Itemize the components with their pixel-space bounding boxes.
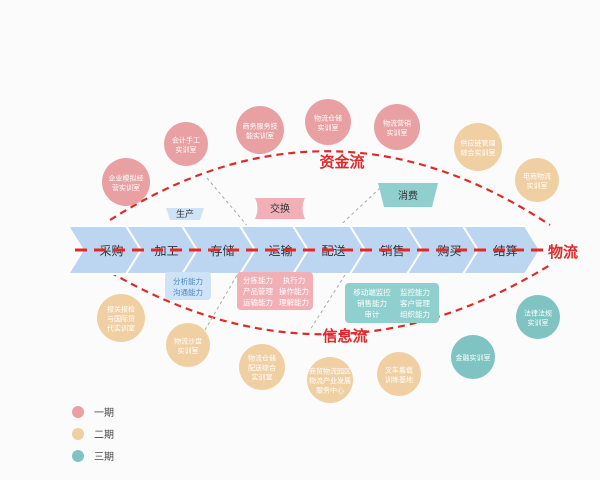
logistics-flow-label: 物流 xyxy=(548,243,578,261)
chevron-label-7: 购买 xyxy=(437,243,461,258)
svg-text:产品管理: 产品管理 xyxy=(243,286,273,296)
lab-label-2: 会计手工实训室 xyxy=(172,135,200,154)
lab-circle-13 xyxy=(451,335,495,379)
svg-text:生产: 生产 xyxy=(176,208,194,220)
lab-circle-2 xyxy=(164,122,208,166)
lab-label-6: 供应链管理综合实训室 xyxy=(461,138,496,157)
skill-box-storage: 分析能力 沟通能力 xyxy=(165,272,211,300)
lab-circle-4 xyxy=(305,99,351,145)
legend-label-phase1: 一期 xyxy=(94,408,114,419)
skill-box-transport: 分拣能力 执行力 产品管理 操作能力 运输能力 理解能力 xyxy=(237,272,313,310)
svg-text:客户管理: 客户管理 xyxy=(400,298,430,308)
lab-label-5: 物流营销实训室 xyxy=(383,118,411,137)
lab-label-11: 商贸物流园区物流产业发展服务中心 xyxy=(309,367,351,395)
capital-flow-arc xyxy=(109,150,551,226)
lab-label-1: 企业模拟经营实训室 xyxy=(109,173,144,192)
chevron-label-4: 运输 xyxy=(268,243,292,258)
lab-circle-12 xyxy=(377,352,421,396)
lab-label-7: 电商物流实训室 xyxy=(523,171,551,190)
svg-text:组织能力: 组织能力 xyxy=(400,309,430,319)
svg-text:交换: 交换 xyxy=(270,202,290,215)
lab-circle-9 xyxy=(166,323,210,367)
lab-circle-10 xyxy=(239,344,285,390)
chevron-label-3: 存储 xyxy=(210,243,234,258)
legend-dot-phase1 xyxy=(72,405,84,418)
svg-text:销售能力: 销售能力 xyxy=(357,298,387,308)
chevron-label-1: 采购 xyxy=(99,243,123,258)
lab-label-8: 报关报检与国际货代实训室 xyxy=(107,305,135,333)
lab-circle-6 xyxy=(454,123,502,171)
svg-text:分拣能力: 分拣能力 xyxy=(243,275,273,285)
lab-circle-14 xyxy=(516,295,560,339)
lab-label-12: 叉车搬载训练基地 xyxy=(385,365,413,384)
lab-label-3: 商务服务技能实训室 xyxy=(243,121,278,140)
lab-circles: 企业模拟经营实训室 会计手工实训室 商务服务技能实训室 物流仓储实训室 物流营销实训室供… xyxy=(97,99,560,403)
lab-circle-3 xyxy=(236,106,284,154)
svg-text:移动端监控: 移动端监控 xyxy=(353,287,391,297)
tag-exchange: 交换 xyxy=(255,198,305,219)
lab-circle-5 xyxy=(374,104,420,150)
legend-dot-phase3 xyxy=(72,449,84,462)
svg-text:执行力: 执行力 xyxy=(283,275,306,285)
svg-text:操作能力: 操作能力 xyxy=(279,286,309,296)
chevron-label-6: 销售 xyxy=(380,243,404,258)
capital-flow-label: 资金流 xyxy=(319,153,364,171)
lab-label-4: 物流仓储实训室 xyxy=(314,113,342,132)
lab-label-13: 金融实训室 xyxy=(456,353,491,362)
lab-circle-1 xyxy=(102,158,150,206)
tag-consumption: 消费 xyxy=(378,183,438,207)
lab-circle-8 xyxy=(97,294,145,342)
legend-dot-phase2 xyxy=(72,427,84,440)
svg-text:监控能力: 监控能力 xyxy=(400,287,430,297)
svg-text:运输能力: 运输能力 xyxy=(243,297,273,307)
chevron-label-8: 结算 xyxy=(493,243,517,258)
lab-label-9: 物流沙盘实训室 xyxy=(174,336,202,355)
svg-text:审计: 审计 xyxy=(365,309,380,319)
lab-label-14: 法律法规实训室 xyxy=(524,308,552,327)
lab-circle-7 xyxy=(515,158,559,202)
legend-label-phase3: 三期 xyxy=(94,452,114,463)
lab-circle-11 xyxy=(307,357,353,403)
svg-text:沟通能力: 沟通能力 xyxy=(173,287,203,297)
legend-item-phase3: 三期 xyxy=(72,448,114,463)
legend-item-phase1: 一期 xyxy=(72,404,114,419)
legend-item-phase2: 二期 xyxy=(72,426,114,441)
information-flow-arc xyxy=(109,264,551,336)
svg-text:理解能力: 理解能力 xyxy=(279,297,309,307)
tag-production: 生产 xyxy=(166,208,204,220)
skill-box-sales: 移动端监控 监控能力 销售能力 客户管理 审计 组织能力 xyxy=(345,283,439,323)
legend-label-phase2: 二期 xyxy=(94,430,114,441)
information-flow-label: 信息流 xyxy=(322,327,367,345)
chevron-label-2: 加工 xyxy=(154,244,178,258)
svg-text:分析能力: 分析能力 xyxy=(173,276,203,286)
lab-label-10: 物流仓储配送综合实训室 xyxy=(248,354,276,382)
svg-text:消费: 消费 xyxy=(398,189,418,202)
